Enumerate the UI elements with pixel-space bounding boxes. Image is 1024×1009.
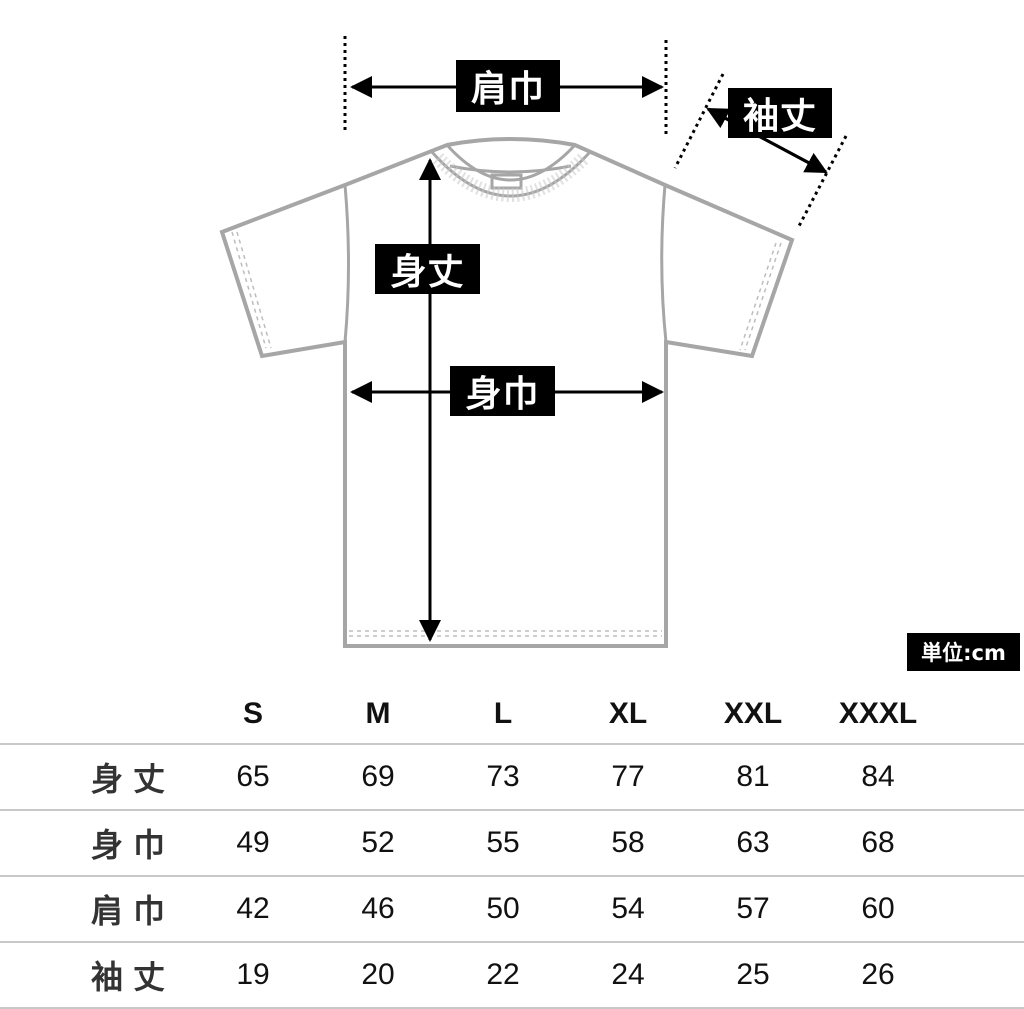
- row-label: 身巾: [90, 826, 175, 864]
- table-cell: 46: [361, 892, 395, 925]
- table-cell: 25: [736, 958, 770, 991]
- table-row: 肩巾 42 46 50 54 57 60: [0, 875, 1024, 941]
- table-cell: 60: [861, 892, 895, 925]
- table-row: 身巾 49 52 55 58 63 68: [0, 809, 1024, 875]
- table-cell: 50: [486, 892, 520, 925]
- table-cell: 54: [611, 892, 645, 925]
- table-row: 身丈 65 69 73 77 81 84: [0, 743, 1024, 809]
- table-cell: 65: [236, 760, 270, 793]
- column-header-xl: XL: [608, 697, 648, 730]
- table-cell: 52: [361, 826, 395, 859]
- column-header-m: M: [365, 697, 391, 730]
- size-chart-table: S M L XL XXL XXXL 身丈 65 69 73 77 81 84 身…: [0, 685, 1024, 1009]
- table-cell: 57: [736, 892, 770, 925]
- table-cell: 63: [736, 826, 770, 859]
- column-header-l: L: [493, 697, 513, 730]
- table-cell: 22: [486, 958, 520, 991]
- table-cell: 73: [486, 760, 520, 793]
- table-cell: 69: [361, 760, 395, 793]
- column-header-s: S: [242, 697, 263, 730]
- table-row: 袖丈 19 20 22 24 25 26: [0, 941, 1024, 1009]
- row-label: 袖丈: [90, 958, 175, 996]
- table-cell: 55: [486, 826, 520, 859]
- table-cell: 26: [861, 958, 895, 991]
- tshirt-measurement-diagram: 肩巾 袖丈 身丈 身巾 単位:cm: [219, 36, 1020, 671]
- table-cell: 49: [236, 826, 270, 859]
- table-cell: 20: [361, 958, 395, 991]
- row-label: 身丈: [90, 760, 175, 798]
- table-cell: 84: [861, 760, 895, 793]
- column-header-xxl: XXL: [723, 697, 783, 730]
- table-cell: 58: [611, 826, 645, 859]
- shoulder-width-label: 肩巾: [456, 60, 560, 112]
- body-width-label: 身巾: [450, 366, 555, 416]
- row-label: 肩巾: [90, 892, 175, 930]
- unit-badge: 単位:cm: [907, 633, 1020, 671]
- table-header-row: S M L XL XXL XXXL: [0, 685, 1024, 743]
- sleeve-length-label: 袖丈: [728, 88, 832, 138]
- table-cell: 24: [611, 958, 645, 991]
- table-cell: 68: [861, 826, 895, 859]
- column-header-xxxl: XXXL: [838, 697, 918, 730]
- table-cell: 81: [736, 760, 770, 793]
- table-cell: 42: [236, 892, 270, 925]
- body-length-label: 身丈: [375, 244, 480, 294]
- table-cell: 77: [611, 760, 645, 793]
- table-cell: 19: [236, 958, 270, 991]
